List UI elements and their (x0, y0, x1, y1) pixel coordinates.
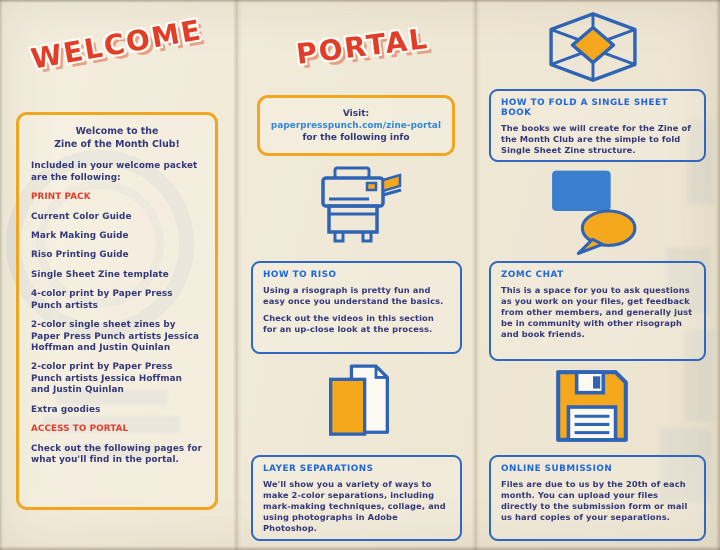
packet-item: Riso Printing Guide (31, 250, 129, 261)
fold-book-heading: HOW TO FOLD A SINGLE SHEET BOOK (501, 98, 669, 118)
zomc-chat-box: ZOMC CHAT This is a space for you to ask… (489, 261, 706, 361)
fold-crease (233, 0, 242, 550)
layer-separations-heading: LAYER SEPARATIONS (263, 464, 374, 474)
showthrough-artifact (666, 248, 710, 314)
visit-label: Visit: (342, 108, 370, 119)
layer-separations-text: We'll show you a variety of ways to make… (263, 479, 446, 534)
online-submission-heading: ONLINE SUBMISSION (501, 464, 613, 474)
chat-bubbles-icon (546, 166, 642, 256)
welcome-outro: Check out the following pages for what y… (31, 443, 202, 465)
visit-suffix: for the following info (302, 132, 410, 143)
packet-intro: Included in your welcome packet are the … (31, 161, 198, 183)
scan-edge (0, 0, 3, 550)
packet-item: Single Sheet Zine template (31, 269, 169, 280)
zomc-chat-heading: ZOMC CHAT (501, 270, 564, 280)
packet-item: Current Color Guide (31, 211, 132, 222)
how-to-riso-heading: HOW TO RISO (263, 270, 337, 280)
showthrough-artifact (660, 428, 712, 502)
packet-item: Mark Making Guide (31, 231, 129, 242)
showthrough-artifact (684, 330, 714, 422)
scan-edge (716, 0, 720, 550)
layered-pages-icon (325, 360, 393, 444)
print-pack-label: PRINT PACK (31, 192, 91, 203)
zomc-chat-text: This is a space for you to ask questions… (501, 285, 693, 340)
packet-item: 4-color print by Paper Press Punch artis… (31, 289, 173, 311)
portal-url-box: Visit: paperpresspunch.com/zine-portal f… (257, 95, 455, 156)
floppy-disk-icon (550, 364, 634, 448)
scan-edge (0, 546, 720, 550)
fold-book-text: The books we will create for the Zine of… (501, 123, 692, 156)
showthrough-artifact (36, 180, 164, 308)
online-submission-box: ONLINE SUBMISSION Files are due to us by… (489, 455, 706, 541)
welcome-contents-box: Welcome to the Zine of the Month Club! I… (16, 112, 218, 510)
access-to-portal-label: ACCESS TO PORTAL (31, 424, 129, 435)
portal-url: paperpresspunch.com/zine-portal (270, 120, 442, 131)
folded-sheet-icon (538, 8, 648, 86)
risograph-printer-icon (303, 164, 407, 258)
portal-title: PORTAL (294, 22, 431, 71)
fold-crease (472, 0, 481, 550)
layer-separations-box: LAYER SEPARATIONS We'll show you a varie… (251, 455, 462, 541)
how-to-riso-box: HOW TO RISO Using a risograph is pretty … (251, 261, 462, 354)
how-to-riso-text: Check out the videos in this section for… (263, 313, 434, 335)
packet-item: Extra goodies (31, 404, 101, 415)
scan-edge (0, 0, 720, 3)
packet-item: 2-color single sheet zines by Paper Pres… (31, 320, 200, 354)
fold-book-box: HOW TO FOLD A SINGLE SHEET BOOK The book… (489, 89, 706, 162)
welcome-title: WELCOME (28, 13, 205, 76)
welcome-heading: Welcome to the Zine of the Month Club! (54, 126, 180, 150)
packet-item: 2-color print by Paper Press Punch artis… (31, 362, 183, 396)
how-to-riso-text: Using a risograph is pretty fun and easy… (263, 285, 444, 307)
online-submission-text: Files are due to us by the 20th of each … (501, 479, 688, 523)
showthrough-artifact (688, 120, 714, 204)
